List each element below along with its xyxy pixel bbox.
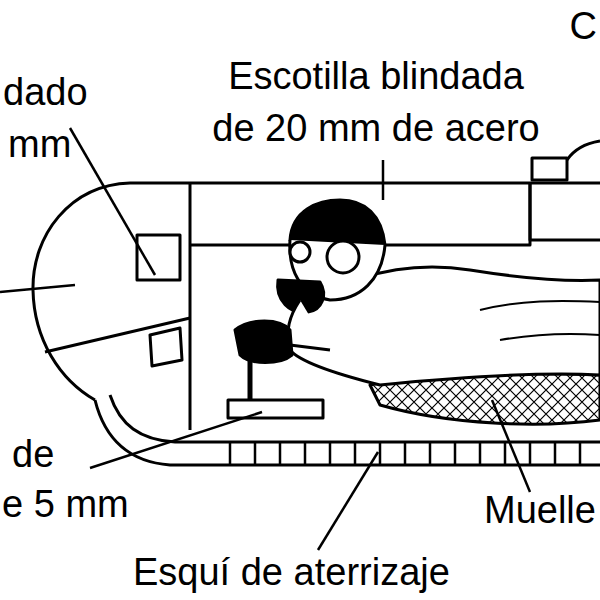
glove: [235, 321, 292, 363]
part-label: C: [570, 0, 597, 52]
dome: [567, 141, 600, 160]
panel: [150, 328, 182, 366]
earphone: [327, 241, 359, 273]
floor-plate: [228, 400, 323, 418]
leader-line: [318, 452, 378, 550]
part-label: e 5 mm: [2, 478, 129, 530]
part-label: mm: [8, 118, 71, 170]
leader-line: [0, 285, 75, 292]
part-label: dado: [3, 66, 88, 118]
leader-line: [70, 128, 155, 275]
hatch-handle: [532, 158, 567, 180]
part-label: Escotilla blindada de 20 mm de acero: [206, 50, 546, 154]
leader-line: [492, 400, 530, 492]
bulkhead: [189, 183, 192, 430]
arm: [288, 300, 330, 350]
leader-line: [382, 160, 385, 200]
part-label: Esquí de aterrizaje: [133, 546, 450, 598]
part-label: Muelle: [484, 484, 596, 536]
skid-ribs: [230, 442, 580, 465]
window-edge: [45, 318, 190, 352]
part-label: de: [12, 428, 54, 480]
body-folds: [480, 301, 600, 340]
goggles: [290, 242, 310, 262]
hatch: [190, 183, 530, 245]
leader-line: [90, 412, 262, 468]
rear-structure: [530, 183, 600, 240]
helmet: [290, 200, 385, 245]
control-stick: [248, 360, 253, 400]
hull-outline: [33, 183, 600, 400]
